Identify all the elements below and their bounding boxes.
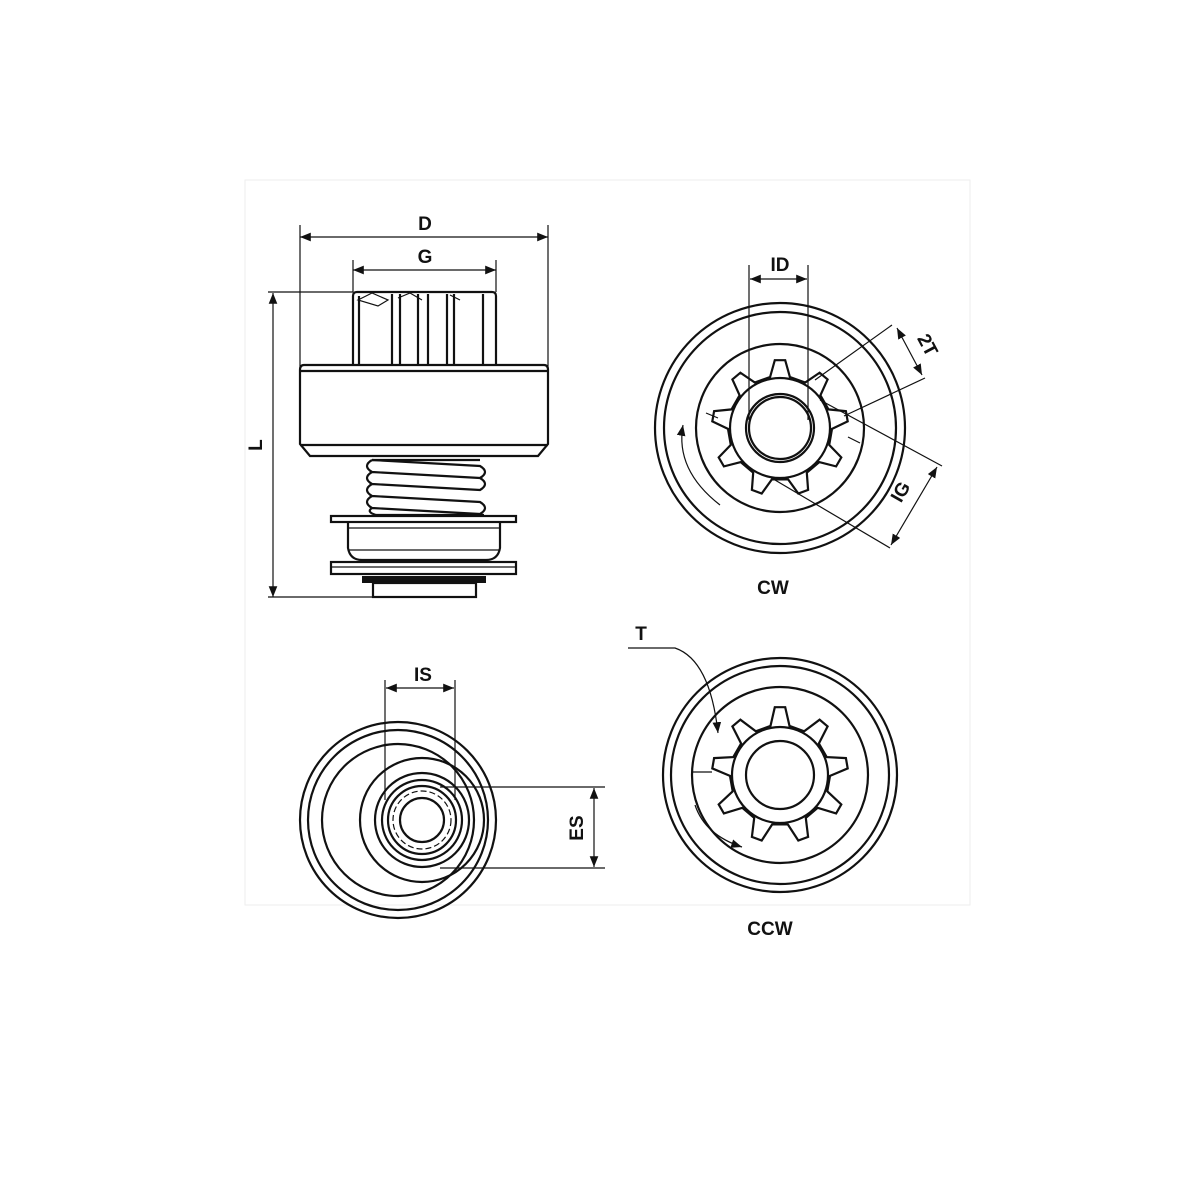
label-g: G — [418, 247, 433, 268]
rear-view: IS ES — [298, 665, 605, 920]
label-cw: CW — [757, 578, 789, 599]
dimension-ig-line — [890, 466, 938, 546]
label-l: L — [246, 439, 267, 451]
gear-teeth-ccw — [711, 706, 849, 842]
frame-border — [244, 179, 971, 906]
label-id: ID — [771, 255, 790, 276]
label-2t: 2T — [912, 331, 941, 361]
label-ccw: CCW — [747, 919, 792, 940]
rotation-arrow-ccw — [694, 804, 743, 848]
dimension-2t-line — [896, 327, 923, 376]
label-t: T — [635, 624, 647, 645]
label-es: ES — [567, 815, 588, 840]
cw-view: ID 2T IG CW — [653, 255, 943, 599]
label-is: IS — [414, 665, 432, 686]
ccw-view: T CCW — [628, 624, 899, 940]
gear-teeth-cw — [711, 359, 849, 495]
leader-t — [628, 647, 722, 734]
label-d: D — [418, 214, 432, 235]
side-view: D G L — [246, 214, 550, 599]
rotation-arrow-cw — [676, 424, 721, 506]
